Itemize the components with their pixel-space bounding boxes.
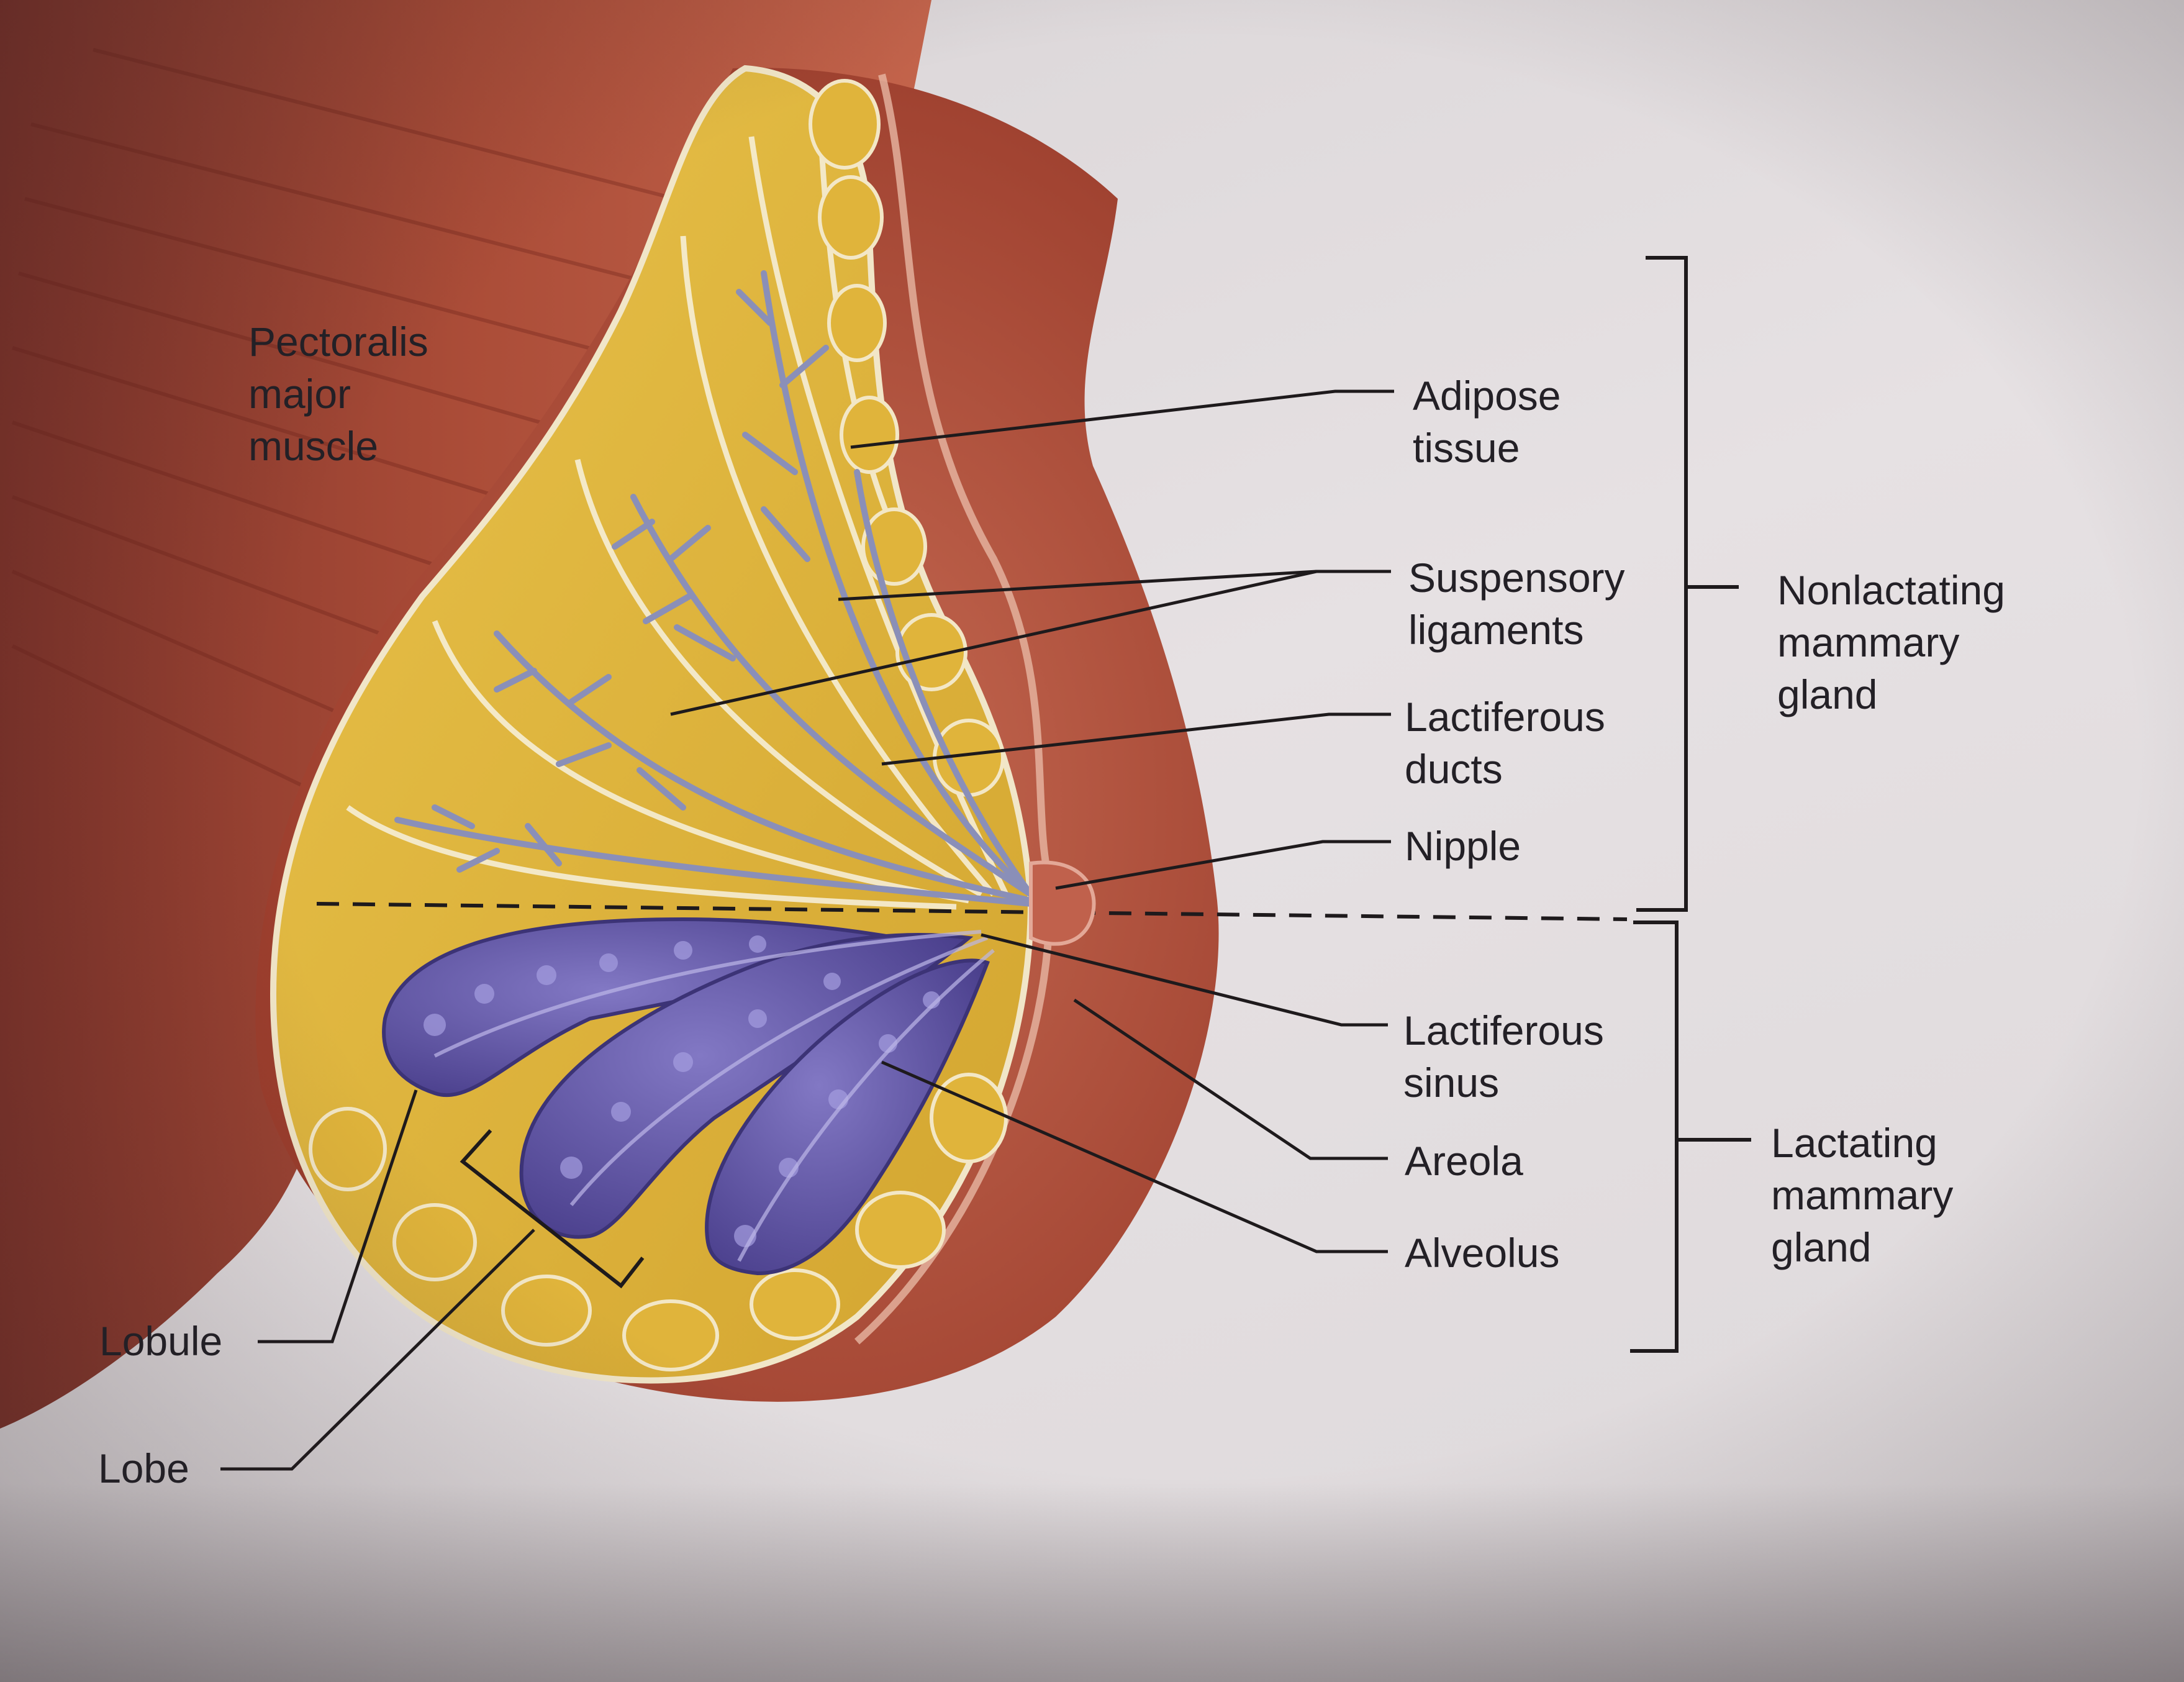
nonlactating-bracket [1636, 256, 1688, 912]
suspensory-ligament-lines [346, 111, 1009, 910]
leader-lines [220, 389, 1394, 1471]
fat-lobules [309, 79, 1008, 1371]
nipple-leader [1055, 840, 1391, 890]
suspensory-leader-b [670, 570, 1317, 716]
alveoli-clusters [382, 917, 995, 1276]
label-alveolus: Alveolus [1405, 1230, 1560, 1276]
label-nipple: Nipple [1405, 823, 1521, 869]
group-brackets [1630, 256, 1751, 1353]
division-dashed-line [316, 902, 1628, 921]
sinus-leader [981, 933, 1388, 1027]
lactiferous-ducts [394, 270, 1034, 907]
label-lactating-mammary-gland: Lactating mammary gland [1771, 1120, 1954, 1270]
label-nonlactating-mammary-gland: Nonlactating mammary gland [1777, 567, 2005, 717]
alveolus-leader [881, 1060, 1388, 1253]
label-lactiferous-sinus: Lactiferous sinus [1403, 1007, 1604, 1106]
label-lobe: Lobe [98, 1445, 189, 1491]
label-suspensory-ligaments: Suspensory ligaments [1408, 555, 1625, 653]
label-adipose-tissue: Adipose tissue [1413, 373, 1561, 471]
ducts-leader [881, 712, 1391, 766]
lobule-leader [258, 1089, 418, 1343]
label-lobule: Lobule [99, 1318, 223, 1364]
areola-leader [1073, 998, 1388, 1160]
label-pectoralis-major-muscle: Pectoralis major muscle [248, 319, 428, 469]
label-areola: Areola [1405, 1138, 1523, 1184]
lobe-bracket [460, 1129, 645, 1289]
lactating-bracket [1630, 921, 1679, 1353]
lobe-leader [220, 1229, 535, 1471]
label-lactiferous-ducts: Lactiferous ducts [1405, 694, 1605, 792]
adipose-leader [850, 389, 1394, 449]
